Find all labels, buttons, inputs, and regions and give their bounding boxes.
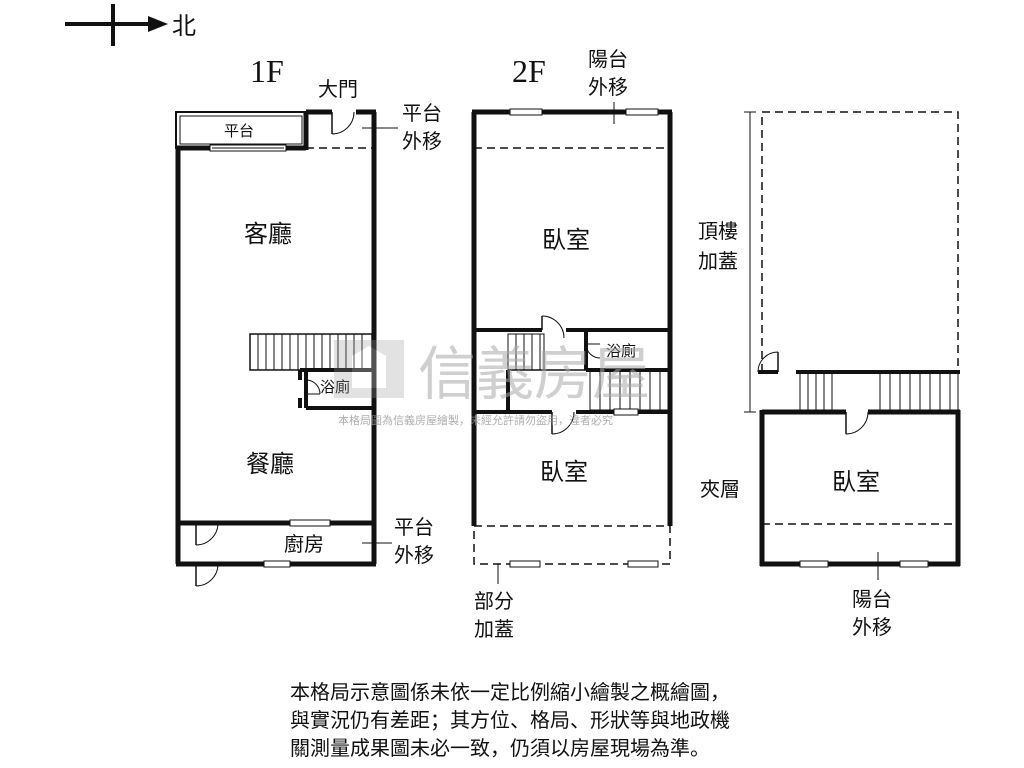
platform-moved-bottom-line1: 平台 (394, 515, 434, 539)
rooftop-plan (744, 111, 961, 580)
balcony-moved-2f-line1: 陽台 (588, 47, 628, 71)
disclaimer-line: 關測量成果圖未必一致，仍須以房屋現場為準。 (290, 736, 710, 760)
balcony-moved-3f-line1: 陽台 (852, 587, 892, 611)
partial-addition-line1: 部分 (474, 589, 514, 613)
balcony-moved-2f-line2: 外移 (588, 75, 628, 99)
balcony-moved-3f-line2: 外移 (852, 615, 892, 639)
floor-2-bedroom-top-label: 臥室 (542, 226, 590, 254)
rooftop-addition-line1: 頂樓 (698, 219, 738, 243)
brand-logo-icon (334, 340, 404, 398)
floor-2-bedroom-bottom-label: 臥室 (540, 458, 588, 486)
watermark-brand: 信義房屋 (418, 340, 650, 408)
dining-room-label: 餐廳 (246, 450, 294, 478)
rooftop-addition-line2: 加蓋 (698, 249, 738, 273)
platform-moved-top-line1: 平台 (402, 101, 442, 125)
mezzanine-label: 夾層 (700, 477, 740, 501)
floor-1-label: 1F (250, 53, 284, 89)
kitchen-label: 廚房 (284, 532, 324, 556)
disclaimer-line: 本格局示意圖係未依一定比例縮小繪製之概繪圖， (290, 680, 730, 704)
platform-label: 平台 (224, 122, 254, 140)
floor-2-label: 2F (512, 53, 546, 89)
main-door-label: 大門 (318, 77, 358, 101)
north-arrow-icon (65, 4, 168, 46)
disclaimer: 本格局示意圖係未依一定比例縮小繪製之概繪圖， 與實況仍有差距；其方位、格局、形狀… (290, 678, 890, 762)
disclaimer-line: 與實況仍有差距；其方位、格局、形狀等與地政機 (290, 708, 730, 732)
platform-moved-bottom-line2: 外移 (394, 543, 434, 567)
partial-addition-line2: 加蓋 (474, 617, 514, 641)
floor-1-bathroom-label: 浴廁 (320, 378, 350, 396)
north-label: 北 (172, 12, 196, 40)
living-room-label: 客廳 (244, 220, 292, 248)
platform-moved-top-line2: 外移 (402, 129, 442, 153)
floor-1-plan (175, 109, 398, 587)
mezzanine-bedroom-label: 臥室 (832, 468, 880, 496)
floor-2-plan (471, 102, 673, 584)
watermark-notice: 本格局圖為信義房屋繪製，未經允許請勿盜用，違者必究 (338, 413, 613, 427)
floor-2-bathroom-label: 浴廁 (606, 342, 636, 360)
